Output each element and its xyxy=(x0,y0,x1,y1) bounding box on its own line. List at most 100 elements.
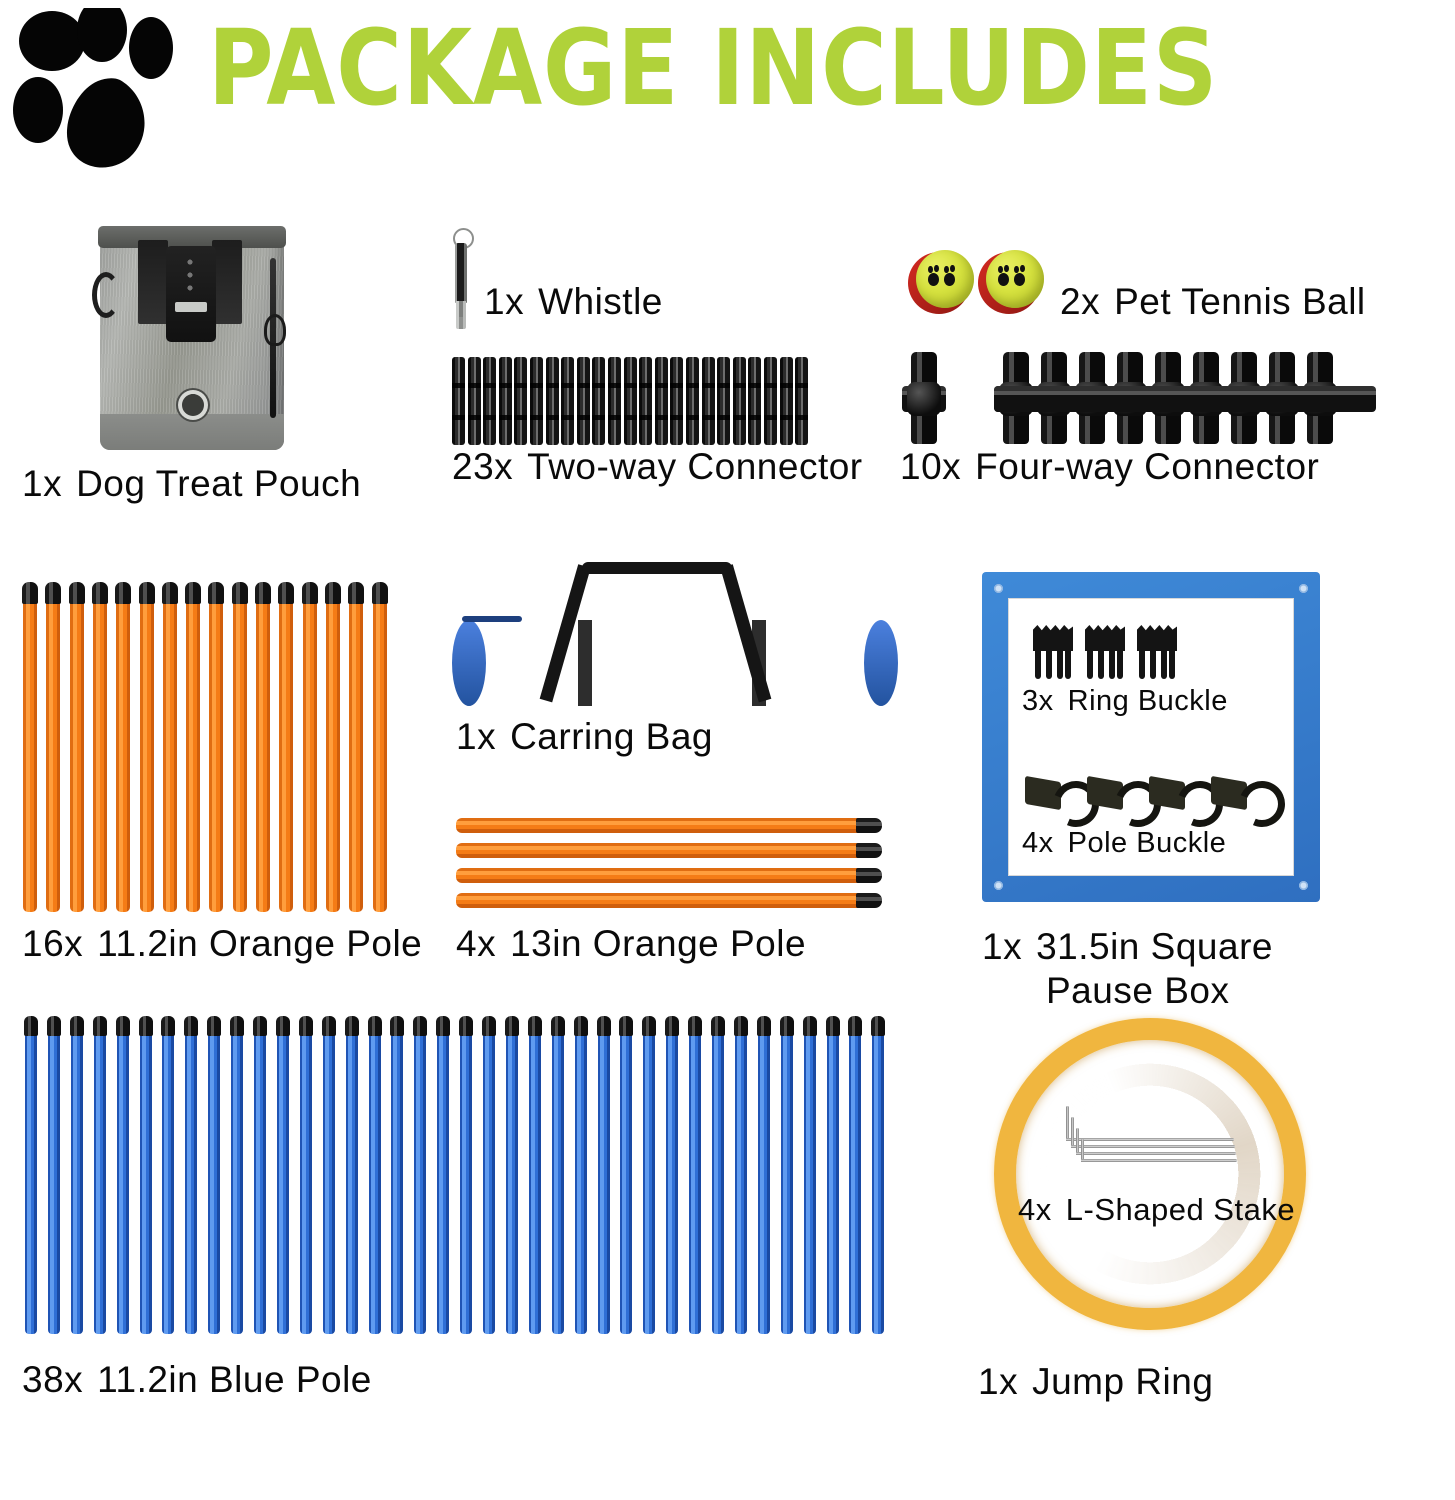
pole-shaft xyxy=(597,1032,610,1334)
blue-pole xyxy=(756,1016,771,1334)
orange-pole-13 xyxy=(456,893,884,908)
pole-cap xyxy=(230,1016,245,1036)
pole-shaft xyxy=(256,600,270,912)
orange-pole-13 xyxy=(456,818,884,833)
pole-shaft xyxy=(23,600,37,912)
pole-shaft xyxy=(483,1032,495,1334)
pole-shaft xyxy=(139,600,154,912)
pole-shaft xyxy=(299,1032,312,1334)
pouch-side-hook xyxy=(92,272,120,318)
name-dog-treat-pouch: Dog Treat Pouch xyxy=(76,463,362,504)
blue-pole xyxy=(733,1016,748,1334)
two-way-connector xyxy=(654,357,668,445)
pause-box-grommet-bl xyxy=(994,881,1003,890)
pole-cap xyxy=(184,1016,199,1036)
pole-cap xyxy=(301,582,318,604)
pole-shaft xyxy=(368,1032,381,1334)
pole-shaft xyxy=(414,1032,427,1334)
l-stake-icon xyxy=(1066,1106,1242,1164)
name-l-shaped-stake: L-Shaped Stake xyxy=(1065,1192,1296,1227)
whistle-tip xyxy=(456,301,466,329)
tennis-ball-icon xyxy=(908,250,1048,322)
stake-long-leg xyxy=(1081,1159,1237,1162)
blue-pole xyxy=(230,1016,245,1334)
two-way-connector xyxy=(779,357,793,445)
ring-buckle-legs xyxy=(1035,649,1071,679)
blue-pole xyxy=(207,1016,222,1334)
blue-pole xyxy=(527,1016,542,1334)
blue-pole xyxy=(413,1016,428,1334)
name-whistle: Whistle xyxy=(538,281,663,322)
pole-cap xyxy=(856,843,882,858)
pole-shaft xyxy=(208,1032,221,1334)
orange-pole xyxy=(208,582,225,912)
two-way-connector xyxy=(514,357,528,445)
two-way-connector xyxy=(717,357,731,445)
pole-shaft xyxy=(322,1032,335,1334)
jump-ring-icon xyxy=(994,1018,1306,1330)
pole-shaft xyxy=(209,600,224,912)
orange-pole xyxy=(278,582,295,912)
pouch-top-rim xyxy=(98,226,286,248)
tennis-ball-paw-print xyxy=(998,265,1030,288)
blue-pole xyxy=(275,1016,290,1334)
pole-cap xyxy=(504,1016,519,1036)
orange-pole-group xyxy=(22,582,394,912)
name-blue-pole-112: 11.2in Blue Pole xyxy=(97,1359,372,1400)
blue-pole-group xyxy=(24,1016,904,1334)
pole-shaft xyxy=(391,1032,404,1334)
two-way-connector xyxy=(530,357,543,445)
orange-pole xyxy=(45,582,62,912)
two-way-connector xyxy=(608,357,621,445)
pole-cap xyxy=(711,1016,725,1036)
pole-cap xyxy=(348,582,365,604)
pole-shaft xyxy=(528,1032,541,1334)
pole-shaft xyxy=(349,600,364,912)
l-shaped-stake xyxy=(1071,1117,1247,1157)
pole-cap xyxy=(115,582,132,604)
pole-cap xyxy=(825,1016,840,1036)
orange-pole xyxy=(91,582,108,912)
qty-two-way-connector: 23x xyxy=(452,446,514,487)
pole-cap xyxy=(69,1016,84,1036)
blue-pole xyxy=(321,1016,336,1334)
two-way-connector xyxy=(795,357,809,445)
pole-cap xyxy=(390,1016,405,1036)
blue-pole xyxy=(390,1016,405,1334)
qty-l-shaped-stake: 4x xyxy=(1018,1192,1052,1227)
pole-shaft xyxy=(25,1032,37,1334)
pole-cap xyxy=(688,1016,703,1036)
tennis-ball xyxy=(908,250,974,316)
blue-pole xyxy=(92,1016,107,1334)
pole-shaft xyxy=(70,1032,83,1334)
pole-shaft xyxy=(734,1032,747,1334)
pole-shaft xyxy=(372,600,387,912)
orange-pole-13 xyxy=(456,868,884,883)
qty-square-pause-box: 1x xyxy=(982,926,1023,967)
pause-box-grommet-tr xyxy=(1299,584,1308,593)
tennis-ball xyxy=(978,250,1044,316)
pole-shaft xyxy=(826,1032,839,1334)
pole-cap xyxy=(856,868,882,883)
blue-pole xyxy=(24,1016,38,1334)
pole-shaft xyxy=(139,1032,152,1334)
pouch-strap-left xyxy=(138,240,168,324)
pole-cap xyxy=(527,1016,542,1036)
two-way-connector xyxy=(686,357,699,445)
l-shaped-stake xyxy=(1076,1128,1252,1168)
pole-cap xyxy=(278,582,295,604)
blue-pole xyxy=(138,1016,153,1334)
bag-end-right xyxy=(864,620,898,706)
name-orange-pole-13: 13in Orange Pole xyxy=(510,923,807,964)
pole-shaft xyxy=(849,1032,862,1334)
l-shaped-stake xyxy=(1066,1106,1242,1146)
blue-pole xyxy=(711,1016,725,1334)
ring-buckle-legs xyxy=(1139,649,1175,679)
pole-shaft xyxy=(302,600,317,912)
two-way-connector xyxy=(670,357,684,445)
blue-pole xyxy=(871,1016,886,1334)
two-way-connector-icon xyxy=(452,357,812,445)
